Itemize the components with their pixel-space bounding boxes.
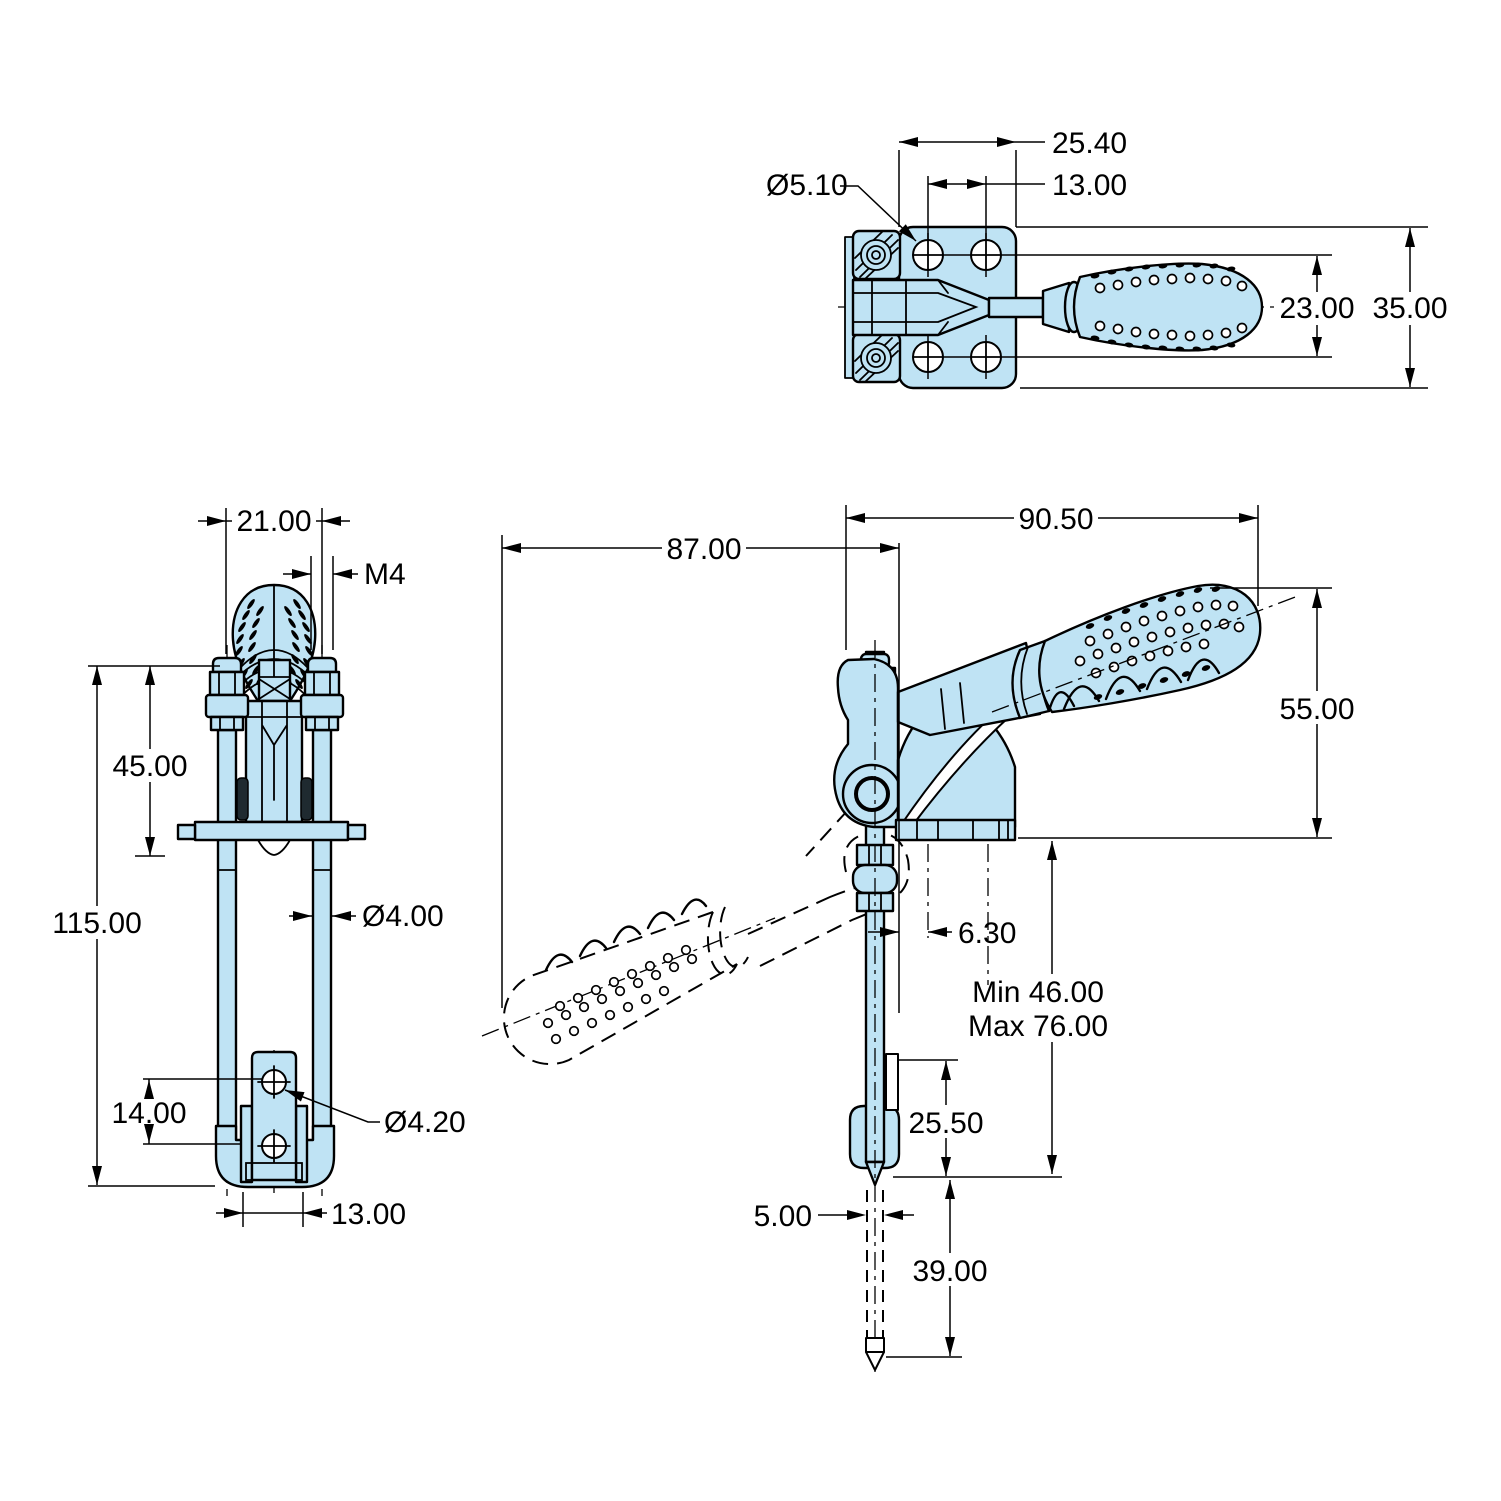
dim-extension: 39.00 <box>886 1180 992 1358</box>
dim-hole-diameter: Ø5.10 <box>766 169 917 242</box>
dimensions: 25.40 13.00 Ø5.10 23.00 35.00 21.00 <box>46 127 1452 1358</box>
handle-grip-side <box>1038 583 1262 714</box>
dim-plate-width: 25.40 <box>898 127 1127 227</box>
dim-body-height-label: 45.00 <box>112 750 187 783</box>
top-view <box>838 225 1332 390</box>
u-bolt-rod <box>216 728 238 1160</box>
dim-stroke-range: Min 46.00 Max 76.00 <box>960 841 1116 1174</box>
handle-lever <box>896 641 1042 737</box>
u-bolt-rod <box>311 728 333 1160</box>
dim-hole-spacing-y-label: 23.00 <box>1279 292 1354 325</box>
dim-offset-label: 6.30 <box>958 917 1016 950</box>
dim-spindle-diameter-label: 5.00 <box>754 1200 812 1233</box>
dim-plate-height-label: 35.00 <box>1372 292 1447 325</box>
grip-dots-side <box>1074 586 1245 700</box>
dim-open-length-label: 87.00 <box>666 533 741 566</box>
dim-rod-diameter-label: Ø4.00 <box>362 900 444 933</box>
dim-total-length: 90.50 <box>845 501 1259 650</box>
dim-rod-spacing: 21.00 <box>198 504 350 654</box>
guide-tab <box>885 1053 899 1111</box>
handle-cone <box>1041 281 1071 334</box>
pivot-pin <box>854 776 890 812</box>
dim-open-length: 87.00 <box>501 531 900 1013</box>
base-flange <box>193 820 350 842</box>
nut-stack-right <box>299 656 345 732</box>
flange-tab <box>346 823 367 841</box>
dim-thread-label: M4 <box>364 558 406 591</box>
dim-plate-height: 35.00 <box>1016 226 1452 389</box>
handle-open-position <box>481 809 910 1066</box>
nut-block-top <box>851 229 902 281</box>
side-pad <box>236 777 249 821</box>
dimension-arrows <box>92 137 1415 1356</box>
dim-extension-label: 39.00 <box>912 1255 987 1288</box>
dim-total-height: 115.00 <box>46 666 215 1187</box>
base-flange-side <box>894 818 1017 842</box>
dim-hole-diameter-label: Ø5.10 <box>766 169 848 202</box>
dim-channel-width-label: 13.00 <box>331 1198 406 1231</box>
spindle-rod <box>987 296 1045 319</box>
dim-body-height: 45.00 <box>88 665 220 857</box>
front-view <box>176 583 367 1196</box>
dim-stroke-max-label: Max 76.00 <box>968 1010 1108 1043</box>
dim-height-label: 55.00 <box>1279 693 1354 726</box>
dim-bracket-hole-diameter: Ø4.20 <box>284 1089 466 1139</box>
dim-offset: 6.30 <box>868 844 1016 985</box>
side-view <box>481 583 1299 1378</box>
dim-height: 55.00 <box>1018 587 1359 839</box>
dim-rod-spacing-label: 21.00 <box>236 505 311 538</box>
spindle-extended <box>866 1190 884 1338</box>
dim-hook-depth-label: 25.50 <box>908 1107 983 1140</box>
nut-block-bottom <box>851 332 902 384</box>
dim-hole-spacing-y: 23.00 <box>1275 256 1359 356</box>
dim-hook-depth: 25.50 <box>893 1059 1062 1178</box>
dim-hole-spacing-x-label: 13.00 <box>1052 169 1127 202</box>
dim-bracket-hole-diameter-label: Ø4.20 <box>384 1106 466 1139</box>
dim-plate-width-label: 25.40 <box>1052 127 1127 160</box>
dim-thread: M4 <box>283 556 406 650</box>
nut-stack-left <box>204 656 250 732</box>
dim-total-length-label: 90.50 <box>1018 503 1093 536</box>
dim-stroke-min-label: Min 46.00 <box>972 976 1104 1009</box>
side-pad <box>300 777 313 821</box>
dim-total-height-label: 115.00 <box>52 907 142 940</box>
dim-hole-spacing-x: 13.00 <box>927 169 1127 240</box>
dim-spindle-diameter: 5.00 <box>754 1200 914 1233</box>
grip-dots <box>1090 262 1248 352</box>
dim-bracket-hole-spacing: 14.00 <box>107 1078 262 1145</box>
flange-tab <box>176 823 197 841</box>
